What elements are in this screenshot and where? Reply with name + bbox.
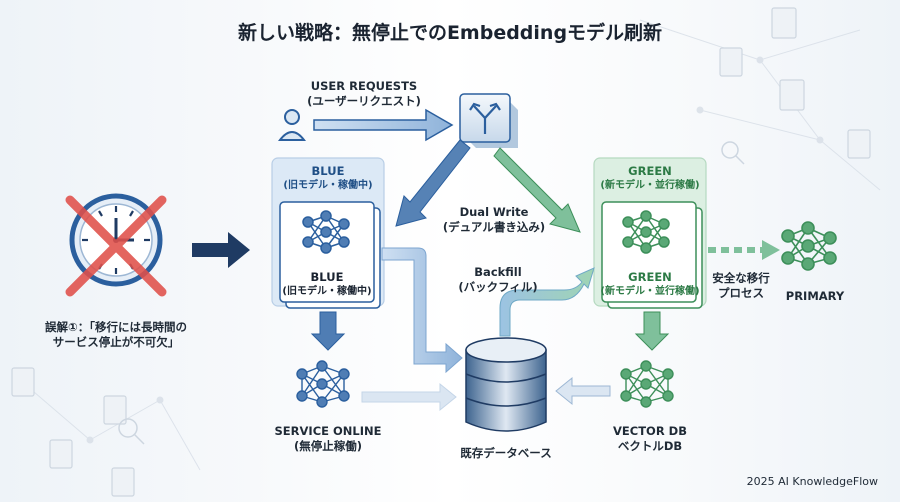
document-icon-decoration (11, 7, 871, 497)
backfill-label: Backfill (バックフィル) (448, 265, 548, 295)
primary-label: PRIMARY (785, 289, 845, 303)
green-model-label-line2: (新モデル・並行稼働) (600, 286, 700, 297)
dual-write-label: Dual Write (デュアル書き込み) (434, 205, 554, 235)
service-online-label: SERVICE ONLINE (無停止稼働) (272, 424, 384, 454)
router-icon (459, 93, 518, 148)
misconception-label-line2: サービス停止が不可欠」 (52, 335, 180, 349)
primary-model-network-icon (781, 221, 837, 271)
page-title: 新しい戦略：無停止でのEmbeddingモデル刷新 (237, 22, 663, 44)
service-online-label-line2: (無停止稼働) (293, 439, 362, 453)
misconception-label: 誤解①：「移行には長時間の サービス停止が不可欠」 (10, 320, 222, 350)
blue-to-db-arrow (381, 247, 463, 374)
safe-migration-dashed-arrow (708, 240, 780, 260)
backfill-label-line1: Backfill (474, 265, 522, 279)
green-panel-label: GREEN (新モデル・並行稼働) (594, 164, 706, 193)
backfill-label-line2: (バックフィル) (458, 280, 538, 294)
backfill-arrow (499, 267, 595, 337)
blue-panel-label-line2: (旧モデル・稼働中) (283, 180, 373, 191)
safe-migration-label: 安全な移行 プロセス (706, 271, 776, 301)
service-online-to-db-arrow (361, 382, 457, 412)
blue-model-network-icon (302, 210, 350, 254)
vector-db-to-db-arrow (555, 376, 611, 406)
safe-migration-label-line1: 安全な移行 (712, 271, 770, 285)
footer-credit: 2025 AI KnowledgeFlow (746, 475, 878, 488)
blue-panel-label: BLUE (旧モデル・稼働中) (272, 164, 384, 193)
green-to-vector-db-arrow (634, 311, 670, 351)
vector-db-label-line1: VECTOR DB (613, 424, 687, 438)
vector-db-label-line2: ベクトルDB (617, 439, 683, 453)
green-panel-label-line1: GREEN (628, 164, 672, 178)
user-requests-label: USER REQUESTS (ユーザーリクエスト) (298, 79, 430, 109)
user-icon (277, 109, 307, 141)
vector-db-network-icon (620, 360, 674, 408)
magnifier-icon-decoration (118, 141, 745, 445)
dual-write-label-line2: (デュアル書き込み) (442, 220, 546, 234)
green-model-label-line1: GREEN (628, 270, 672, 284)
database-icon (465, 337, 547, 432)
blue-panel-label-line1: BLUE (311, 164, 345, 178)
user-requests-label-line2: (ユーザーリクエスト) (307, 94, 421, 108)
green-model-network-icon (622, 210, 670, 254)
blue-model-label-line2: (旧モデル・稼働中) (282, 286, 372, 297)
vector-db-label: VECTOR DB ベクトルDB (600, 424, 700, 454)
blue-model-label: BLUE (旧モデル・稼働中) (280, 270, 374, 299)
blue-to-service-online-arrow (310, 311, 346, 351)
service-online-network-icon (296, 360, 350, 408)
blue-model-label-line1: BLUE (310, 270, 344, 284)
green-panel-label-line2: (新モデル・並行稼働) (600, 180, 700, 191)
red-x-icon (65, 195, 167, 297)
user-to-router-arrow (313, 108, 454, 142)
green-model-label: GREEN (新モデル・並行稼働) (600, 270, 700, 299)
dual-write-label-line1: Dual Write (459, 205, 529, 219)
service-online-label-line1: SERVICE ONLINE (274, 424, 382, 438)
misconception-label-line1: 誤解①：「移行には長時間の (45, 320, 187, 334)
dual-write-arrow-to-blue (395, 139, 471, 227)
misconception-to-solution-arrow (192, 232, 250, 268)
dual-write-arrow-to-green (493, 147, 581, 233)
existing-db-label: 既存データベース (460, 446, 552, 460)
safe-migration-label-line2: プロセス (718, 286, 764, 300)
user-requests-label-line1: USER REQUESTS (310, 79, 418, 93)
